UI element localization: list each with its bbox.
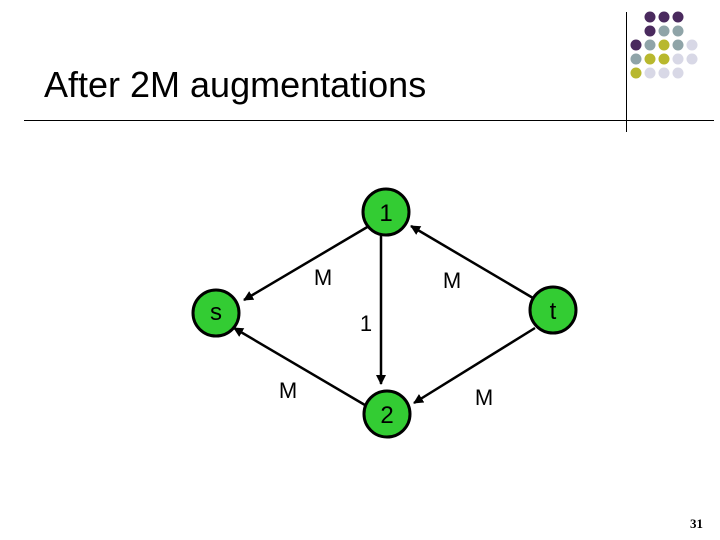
decorative-dot (630, 39, 642, 51)
decorative-dot (630, 67, 642, 79)
edge-label-1-s: M (314, 265, 332, 290)
decorative-dot (686, 53, 698, 65)
decorative-dot (644, 53, 656, 65)
edge-label-2-s: M (279, 378, 297, 403)
decorative-dot (658, 53, 670, 65)
title-underline (24, 120, 714, 121)
decorative-dot (658, 25, 670, 37)
decorative-dot (672, 67, 684, 79)
edge-label-t-2: M (475, 385, 493, 410)
decorative-dot (644, 11, 656, 23)
decorative-dot (672, 11, 684, 23)
decorative-dot (630, 53, 642, 65)
node-2: 2 (362, 389, 412, 439)
decorative-dot (672, 25, 684, 37)
page-number: 31 (690, 516, 703, 531)
decorative-dot (644, 39, 656, 51)
node-label-t: t (550, 298, 557, 325)
decorative-dot-grid (630, 11, 698, 79)
edge-t-to-1 (410, 224, 534, 300)
decorative-dot (644, 67, 656, 79)
edge-t-to-2 (413, 326, 536, 405)
edge-label-t-1: M (443, 268, 461, 293)
edge-1-to-s (243, 224, 370, 302)
decorative-dot (672, 53, 684, 65)
decorative-dot (658, 11, 670, 23)
node-s: s (191, 288, 241, 338)
edge-label-1-2: 1 (360, 311, 372, 336)
node-t: t (528, 285, 578, 335)
node-label-1: 1 (379, 200, 392, 227)
node-label-s: s (210, 299, 222, 326)
node-label-2: 2 (380, 402, 393, 429)
node-1: 1 (361, 187, 411, 237)
decorative-dot (644, 25, 656, 37)
decorative-dot (672, 39, 684, 51)
slide-title: After 2M augmentations (44, 64, 427, 105)
decorative-dot (658, 67, 670, 79)
edge-2-to-s (233, 326, 371, 410)
corner-vertical-rule (626, 12, 627, 132)
decorative-dot (686, 39, 698, 51)
decorative-dot (658, 39, 670, 51)
